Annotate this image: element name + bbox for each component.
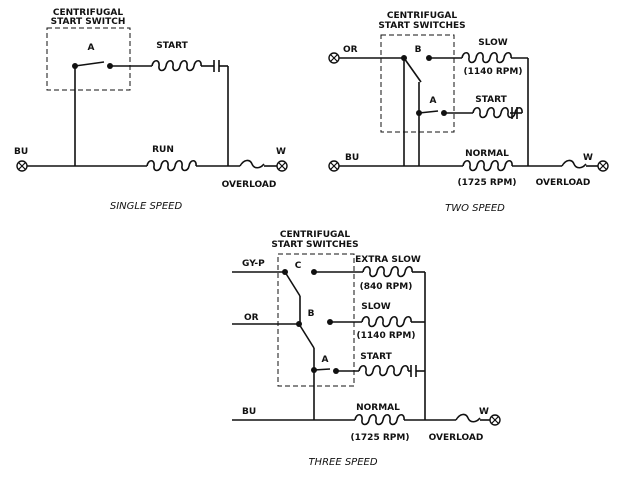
three-contact-c-label: C bbox=[295, 261, 302, 271]
three-overload bbox=[455, 413, 481, 423]
single-switch-label-1: CENTRIFUGAL bbox=[53, 8, 124, 18]
single-start-winding bbox=[151, 59, 202, 72]
three-normal-rpm: (1725 RPM) bbox=[351, 433, 410, 443]
two-normal-winding bbox=[462, 159, 513, 172]
three-w-terminal bbox=[489, 414, 501, 426]
single-w-terminal bbox=[276, 160, 288, 172]
three-switch-b-arm bbox=[298, 323, 315, 349]
single-speed-caption: SINGLE SPEED bbox=[110, 201, 183, 212]
three-switch-c-arm bbox=[284, 271, 301, 297]
two-switch-a-arm bbox=[418, 110, 439, 114]
three-slow-label: SLOW bbox=[361, 302, 391, 312]
three-switch-label-2: START SWITCHES bbox=[271, 240, 358, 250]
two-bu-label: BU bbox=[345, 153, 359, 163]
single-speed-circuit: CENTRIFUGAL START SWITCH A START BU RUN … bbox=[14, 8, 288, 212]
two-contact-b-label: B bbox=[415, 45, 422, 55]
single-bu-terminal bbox=[16, 160, 28, 172]
two-slow-winding bbox=[461, 51, 512, 64]
two-centrifugal-switch-box bbox=[380, 34, 455, 133]
two-normal-rpm: (1725 RPM) bbox=[458, 178, 517, 188]
two-contact-a-label: A bbox=[430, 96, 437, 106]
three-w-label: W bbox=[479, 407, 489, 417]
single-bu-label: BU bbox=[14, 147, 28, 157]
single-overload-label: OVERLOAD bbox=[222, 180, 277, 190]
two-or-label: OR bbox=[343, 45, 358, 55]
three-normal-winding bbox=[354, 413, 405, 426]
three-extra-slow-winding bbox=[362, 265, 413, 278]
three-start-capacitor bbox=[410, 364, 417, 378]
three-gyp-label: GY-P bbox=[242, 259, 265, 269]
two-w-label: W bbox=[583, 153, 593, 163]
single-switch-arm bbox=[74, 61, 105, 67]
two-switch-label-1: CENTRIFUGAL bbox=[387, 11, 458, 21]
three-extra-slow-rpm: (840 RPM) bbox=[360, 282, 413, 292]
two-normal-label: NORMAL bbox=[465, 149, 509, 159]
two-w-terminal bbox=[597, 160, 609, 172]
two-switch-label-2: START SWITCHES bbox=[378, 21, 465, 31]
two-overload-label: OVERLOAD bbox=[536, 178, 591, 188]
single-run-label: RUN bbox=[152, 145, 174, 155]
two-bu-terminal bbox=[328, 160, 340, 172]
single-contact-a-label: A bbox=[88, 43, 95, 53]
single-centrifugal-switch-box bbox=[46, 27, 131, 91]
three-contact-a-label: A bbox=[322, 355, 329, 365]
two-speed-caption: TWO SPEED bbox=[445, 203, 505, 214]
two-switch-b-arm bbox=[403, 57, 422, 83]
two-slow-rpm: (1140 RPM) bbox=[464, 67, 523, 77]
three-or-label: OR bbox=[244, 313, 259, 323]
single-w-label: W bbox=[276, 147, 286, 157]
three-switch-label-1: CENTRIFUGAL bbox=[280, 230, 351, 240]
single-switch-label-2: START SWITCH bbox=[51, 17, 126, 27]
three-switch-a-arm bbox=[313, 368, 331, 371]
three-overload-label: OVERLOAD bbox=[429, 433, 484, 443]
three-bu-label: BU bbox=[242, 407, 256, 417]
three-contact-b-label: B bbox=[308, 309, 315, 319]
three-speed-caption: THREE SPEED bbox=[308, 457, 377, 468]
three-normal-label: NORMAL bbox=[356, 403, 400, 413]
three-start-label: START bbox=[360, 352, 392, 362]
three-extra-slow-label: EXTRA SLOW bbox=[355, 255, 421, 265]
three-speed-circuit: CENTRIFUGAL START SWITCHES GY-P C EXTRA … bbox=[232, 230, 501, 468]
two-speed-circuit: CENTRIFUGAL START SWITCHES OR B SLOW (11… bbox=[328, 11, 609, 214]
single-start-capacitor bbox=[213, 59, 220, 73]
two-start-label: START bbox=[475, 95, 507, 105]
two-or-terminal bbox=[328, 52, 340, 64]
two-slow-label: SLOW bbox=[478, 38, 508, 48]
three-start-winding bbox=[358, 364, 409, 377]
single-overload bbox=[239, 159, 265, 169]
three-slow-rpm: (1140 RPM) bbox=[357, 331, 416, 341]
single-start-label: START bbox=[156, 41, 188, 51]
three-slow-winding bbox=[361, 315, 412, 328]
single-run-winding bbox=[146, 159, 197, 172]
